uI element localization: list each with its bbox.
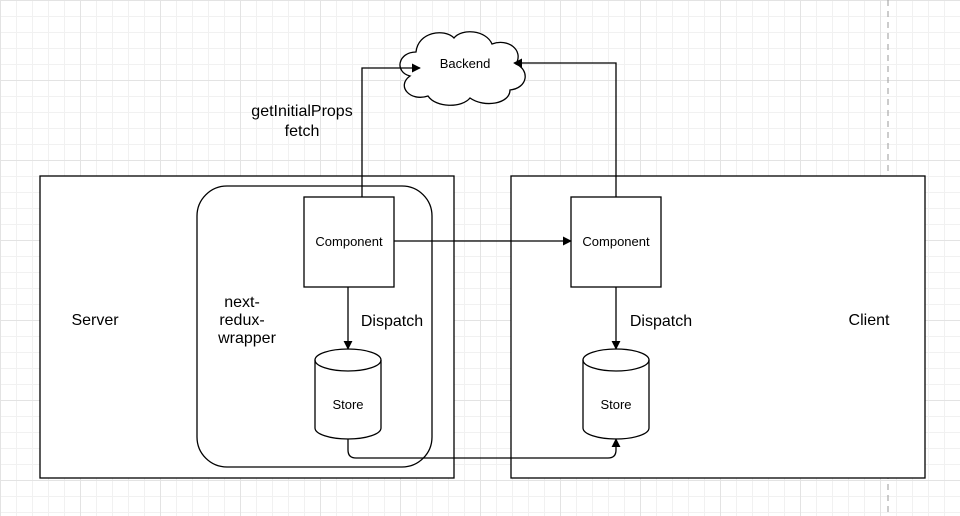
client-container[interactable]	[510, 175, 926, 479]
wrapper-label-line3: wrapper	[217, 330, 276, 347]
backend-label: Backend	[440, 56, 491, 71]
backend-cloud[interactable]	[399, 31, 526, 106]
server-fetch-label-line2: fetch	[285, 123, 320, 140]
server-component-node[interactable]	[303, 196, 395, 288]
client-component-label: Component	[582, 234, 650, 249]
server-store-rim	[314, 359, 382, 372]
client-store-rim	[582, 359, 650, 372]
server-component-label: Component	[315, 234, 383, 249]
server-dispatch-label: Dispatch	[361, 313, 423, 330]
store-transfer-edge[interactable]	[347, 438, 621, 459]
client-component-node[interactable]	[570, 196, 662, 288]
client-store-label: Store	[600, 397, 631, 412]
server-fetch-label-line1: getInitialProps	[251, 103, 352, 120]
server-label: Server	[71, 312, 119, 329]
wrapper-label-line1: next-	[224, 294, 260, 311]
wrapper-label-line2: redux-	[219, 312, 264, 329]
client-label: Client	[849, 312, 890, 329]
server-store-node[interactable]	[314, 348, 382, 440]
client-fetch-edge[interactable]	[513, 58, 617, 197]
server-fetch-edge[interactable]	[361, 63, 421, 197]
server-store-label: Store	[332, 397, 363, 412]
client-store-node[interactable]	[582, 348, 650, 440]
client-dispatch-label: Dispatch	[630, 313, 692, 330]
